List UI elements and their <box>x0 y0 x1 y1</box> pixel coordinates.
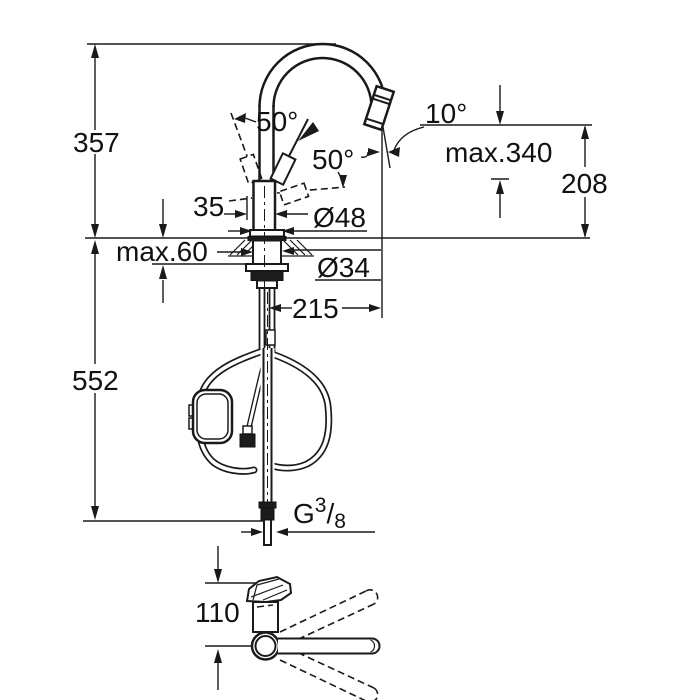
thread-denominator: 8 <box>334 510 346 533</box>
thread-numerator: 3 <box>315 494 327 517</box>
dimension-552-label: 552 <box>72 365 119 396</box>
hose-weight <box>188 388 234 445</box>
handle-top-view: 110 <box>195 546 381 700</box>
reference-lines <box>83 43 592 522</box>
spout-cap-top-view <box>245 575 293 604</box>
dimension-215: 215 <box>269 293 381 324</box>
hose-assembly <box>188 292 333 546</box>
supply-fitting <box>260 507 275 521</box>
mounting-flange <box>245 263 289 272</box>
swivel-construction <box>228 112 346 206</box>
lever-horizontal-dashed-line-left <box>228 197 253 202</box>
dimension-35-label: 35 <box>193 191 224 222</box>
angle-50-upper-label: 50° <box>256 106 298 137</box>
lever-swing-down-dashed <box>279 647 379 700</box>
spout-assembly <box>258 42 396 186</box>
dimension-max60-label: max.60 <box>116 236 208 267</box>
dimension-diameter48-label: Ø48 <box>313 202 366 233</box>
dimension-g38: G3/8 <box>241 494 375 536</box>
dimension-552: 552 <box>72 240 119 520</box>
angle-50-upper: 50° <box>234 106 319 141</box>
dimension-35: 35 <box>193 191 308 222</box>
spray-tilt-line <box>382 126 391 169</box>
angle-50-lower: 50° <box>312 144 380 188</box>
dimension-diameter-48: Ø48 <box>228 202 367 235</box>
faucet-body-and-mount <box>228 179 314 352</box>
mounting-shank <box>252 239 282 265</box>
pull-out-hose <box>239 365 266 448</box>
angle-10: 10° <box>388 98 467 157</box>
spout-outer-arc <box>258 42 387 108</box>
lever-knob-forward <box>269 152 297 186</box>
angle-10-label: 10° <box>425 98 467 129</box>
thread-slash: / <box>326 498 334 529</box>
pull-out-spray-head <box>362 84 396 132</box>
dimension-max340-label: max.340 <box>445 137 552 168</box>
pivot-inner-circle <box>254 635 277 657</box>
supply-pipe <box>258 292 277 546</box>
dimension-357-label: 357 <box>73 127 120 158</box>
dimension-208-label: 208 <box>561 168 608 199</box>
dimension-diameter34-label: Ø34 <box>317 252 370 283</box>
lever-solid <box>278 637 381 655</box>
thread-letter: G <box>293 498 315 529</box>
tube-bundle <box>258 288 276 352</box>
dimension-215-label: 215 <box>292 293 339 324</box>
base-escutcheon <box>249 229 285 238</box>
dimension-208: 208 <box>561 125 608 238</box>
hose-coupling <box>242 425 253 435</box>
dimension-diameter-34: Ø34 <box>217 247 381 283</box>
supply-hose-right <box>268 350 333 472</box>
shank-collar <box>256 279 278 289</box>
angle-50-lower-label: 50° <box>312 144 354 175</box>
thread-g38-label: G3/8 <box>293 494 346 533</box>
dimension-max60: max.60 <box>116 199 208 303</box>
lever-swing-up-dashed <box>279 589 379 645</box>
supply-fitting-top <box>258 501 277 509</box>
dimension-110-label: 110 <box>195 597 240 628</box>
spout-inner-arc <box>272 56 373 108</box>
dimension-max340: max.340 <box>445 85 552 218</box>
dimension-357: 357 <box>73 44 120 238</box>
lever-knob-horizontal-dashed <box>278 182 310 206</box>
deck-hatching <box>228 239 314 257</box>
body-top-view <box>252 601 279 633</box>
mounting-locknut <box>250 270 284 281</box>
hose-connector <box>239 433 256 448</box>
